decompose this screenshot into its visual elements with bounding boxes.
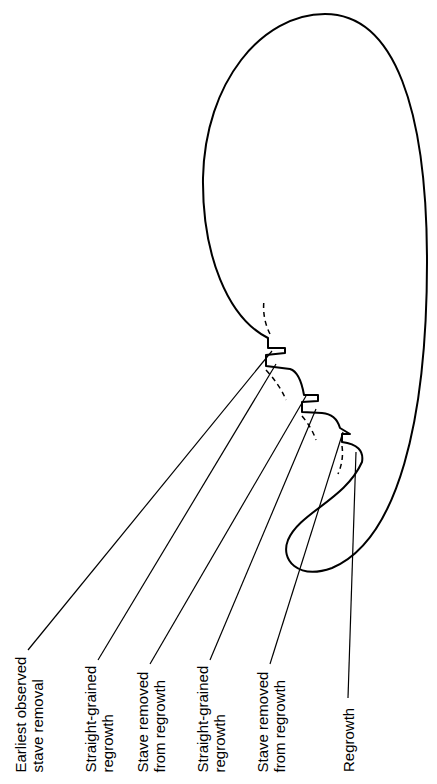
part-label: Straight-grained regrowth (193, 647, 227, 772)
leader-line (28, 351, 272, 650)
trunk-outline (203, 14, 427, 572)
part-label: Stave removed from regrowth (133, 647, 167, 772)
old-surface (338, 446, 343, 474)
part-label: Stave removed from regrowth (253, 647, 287, 772)
part-label: Regrowth (340, 647, 357, 772)
part-label: Earliest observed stave removal (11, 647, 45, 772)
leader-line (270, 432, 343, 664)
leader-line (98, 364, 276, 660)
leader-line (210, 409, 316, 660)
part-label: Straight-grained regrowth (81, 647, 115, 772)
leader-line (348, 452, 356, 698)
old-surface (264, 300, 270, 334)
